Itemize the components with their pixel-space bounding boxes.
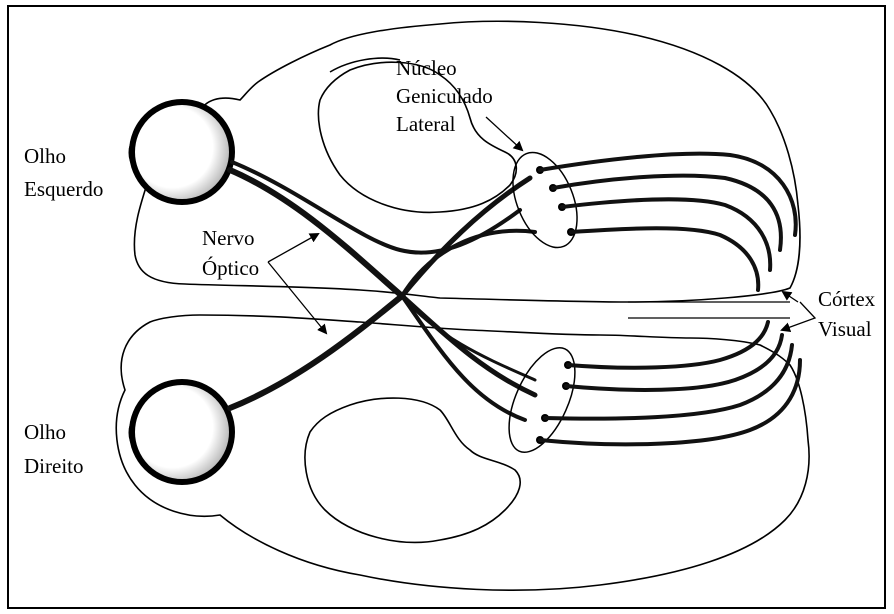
left-eye-label-line2: Esquerdo [24,177,103,201]
label-pointers [267,116,817,335]
optic-nerves [227,160,538,422]
lgn-lower [508,347,576,453]
left-eye [128,99,235,205]
left-eye-label-line1: Olho [24,144,66,168]
right-eye [128,379,235,485]
lgn-upper [512,151,578,249]
right-eye-label-line1: Olho [24,420,66,444]
figure-frame [7,5,886,609]
visual-cortex-label-line1: Córtex [818,287,876,311]
right-eye-label-line2: Direito [24,454,83,478]
optic-nerve-label-line1: Nervo [202,226,254,250]
lgn-label-line3: Lateral [396,112,456,136]
visual-cortex-label-line2: Visual [818,317,872,341]
brain-outline [115,20,810,591]
optic-radiations-lower [538,320,802,447]
lgn-label-line1: Núcleo [396,56,457,80]
lgn-label-line2: Geniculado [396,84,493,108]
optic-radiations-upper [538,151,798,292]
optic-nerve-label-line2: Óptico [202,256,259,280]
